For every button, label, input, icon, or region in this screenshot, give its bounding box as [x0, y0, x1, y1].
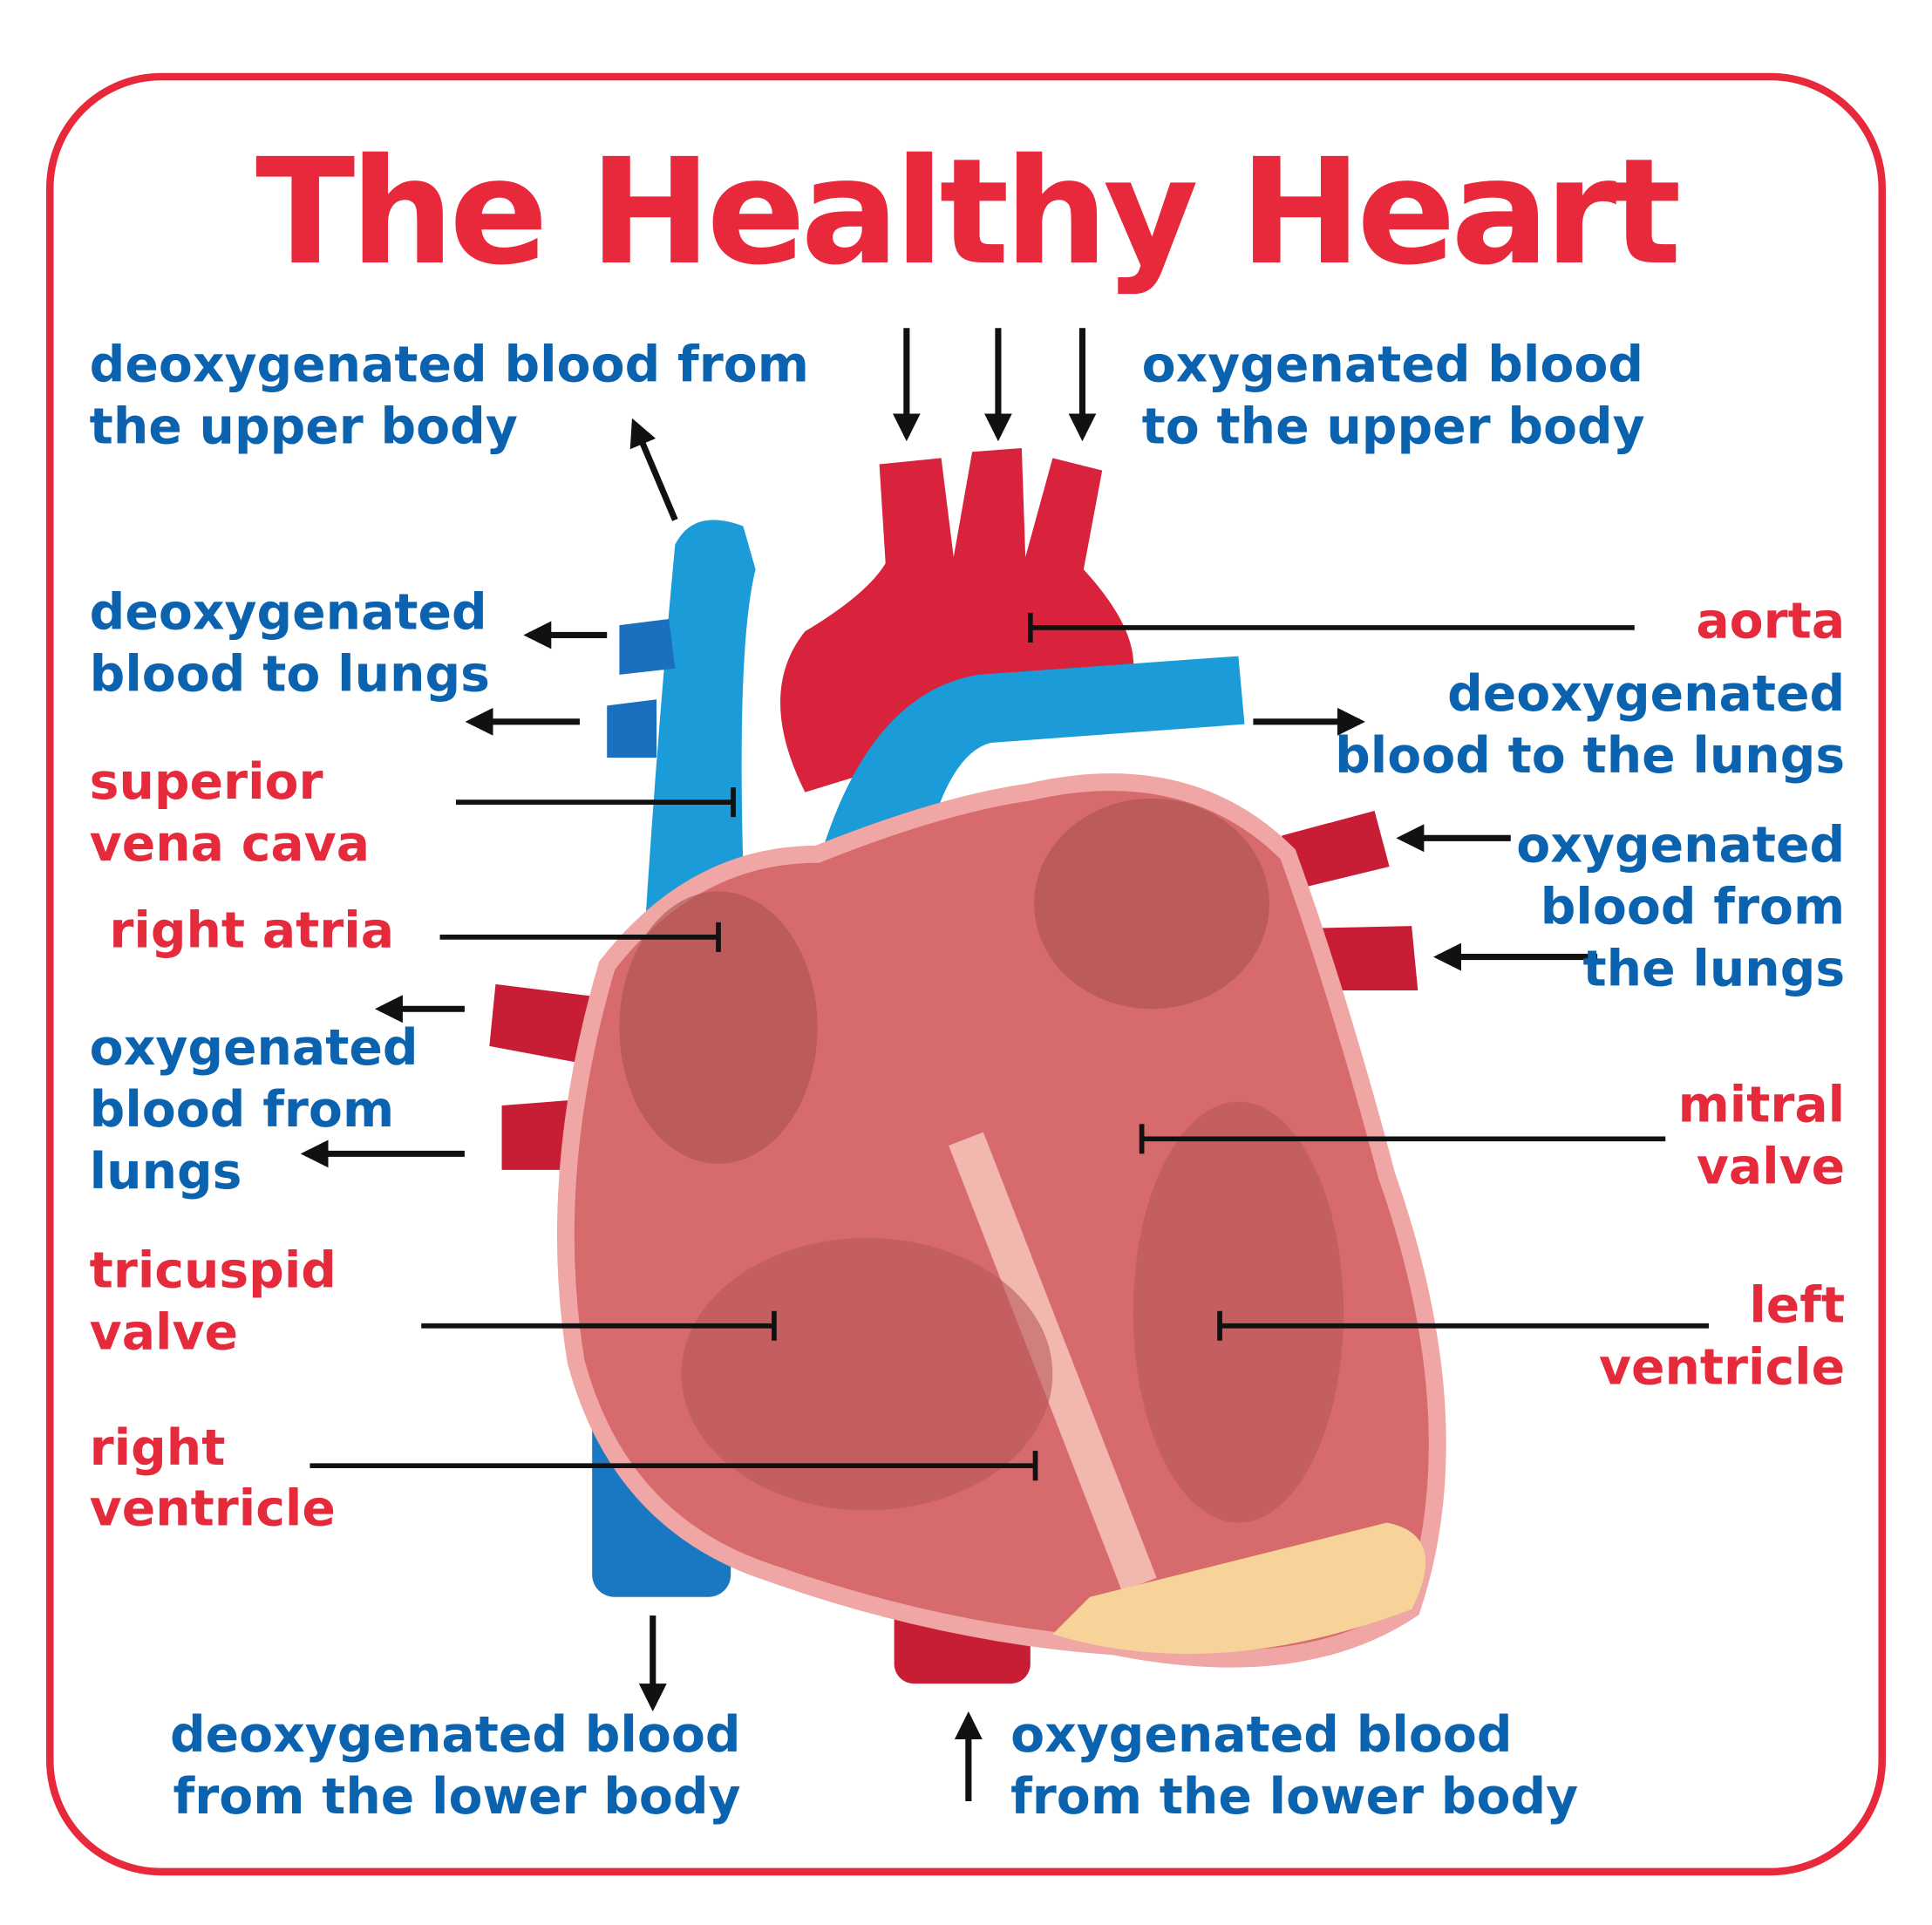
label-line: vena cava	[90, 815, 370, 873]
label-line: deoxygenated blood	[170, 1706, 741, 1764]
label-line: tricuspid	[90, 1242, 337, 1300]
label-line: valve	[90, 1304, 238, 1362]
right-ventricle-chamber	[681, 1237, 1053, 1511]
label-line: blood from	[1541, 878, 1845, 935]
label-line: oxygenated blood	[1142, 336, 1643, 393]
label-line: the upper body	[90, 398, 518, 455]
left-ventricle-chamber	[1133, 1101, 1344, 1523]
label-right-ventricle: right ventricle	[90, 1419, 336, 1538]
fat-tissue	[1052, 1522, 1426, 1655]
label-from-lungs-left: oxygenated blood from lungs	[90, 1019, 418, 1201]
label-line: valve	[1697, 1138, 1845, 1195]
superior-vena-cava	[643, 520, 756, 942]
label-line: deoxygenated	[90, 583, 487, 641]
pulmonary-vein-left-upper	[489, 983, 595, 1065]
label-line: blood to lungs	[90, 645, 490, 703]
label-tricuspid-valve: tricuspid valve	[90, 1242, 337, 1362]
label-to-lungs-right: deoxygenated blood to the lungs	[1335, 665, 1845, 785]
label-lower-body-deoxy: deoxygenated blood from the lower body	[170, 1706, 741, 1826]
label-line: to the upper body	[1142, 398, 1645, 455]
label-line: deoxygenated blood from	[90, 336, 809, 393]
label-upper-body-oxy: oxygenated blood to the upper body	[1142, 336, 1645, 455]
pulmonary-artery-left-branches	[607, 618, 676, 758]
label-line: blood from	[90, 1081, 394, 1139]
flow-arrows	[300, 328, 1598, 1802]
label-line: mitral	[1678, 1076, 1846, 1133]
label-from-lungs-right: oxygenated blood from the lungs	[1516, 816, 1845, 997]
label-line: ventricle	[1599, 1338, 1845, 1396]
label-line: blood to the lungs	[1335, 727, 1845, 785]
label-line: from the lower body	[1010, 1768, 1578, 1826]
label-right-atria: right atria	[109, 901, 394, 959]
label-line: oxygenated blood	[1010, 1706, 1512, 1764]
label-to-lungs-left: deoxygenated blood to lungs	[90, 583, 490, 703]
right-atrium-chamber	[619, 891, 818, 1164]
label-line: oxygenated	[90, 1019, 418, 1077]
label-line: the lungs	[1583, 940, 1846, 997]
label-line: superior	[90, 753, 323, 811]
label-mitral-valve: mitral valve	[1678, 1076, 1846, 1195]
label-line: lungs	[90, 1143, 242, 1201]
label-line: oxygenated	[1516, 816, 1845, 874]
label-line: right	[90, 1419, 226, 1477]
label-line: deoxygenated	[1447, 665, 1845, 723]
heart-illustration	[489, 448, 1446, 1684]
label-left-ventricle: left ventricle	[1599, 1276, 1845, 1396]
label-line: ventricle	[90, 1479, 336, 1537]
label-line: left	[1749, 1276, 1845, 1334]
label-superior-vena-cava: superior vena cava	[90, 753, 370, 873]
label-upper-body-deoxy: deoxygenated blood from the upper body	[90, 336, 809, 455]
label-line: from the lower body	[173, 1768, 741, 1826]
pointer-lines	[310, 612, 1709, 1481]
label-aorta: aorta	[1696, 592, 1845, 650]
page-title: The Healthy Heart	[255, 126, 1678, 297]
left-atrium-chamber	[1034, 798, 1269, 1010]
label-lower-body-oxy: oxygenated blood from the lower body	[1010, 1706, 1578, 1826]
frame-border	[45, 72, 1887, 1876]
